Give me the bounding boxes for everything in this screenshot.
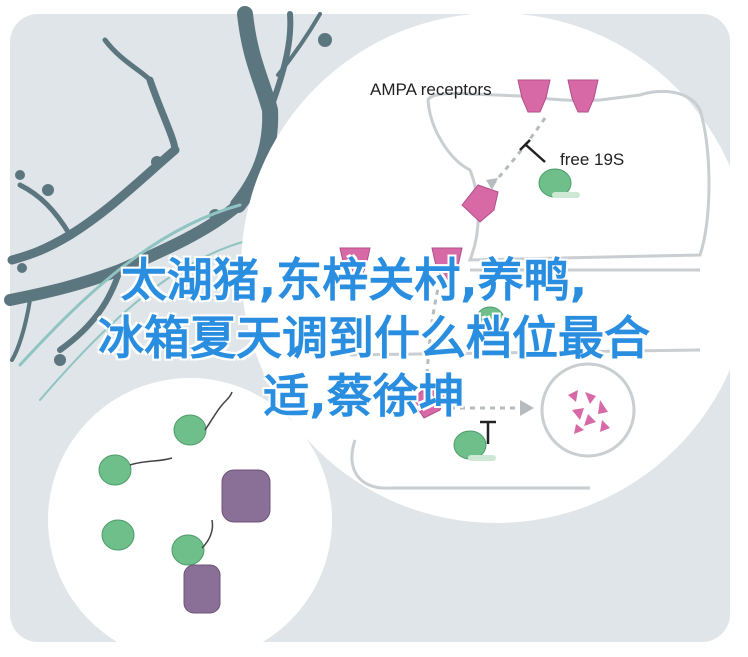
free-19s-label: free 19S [560, 150, 624, 169]
inhibition-mark [480, 139, 546, 444]
degradation-circle [540, 362, 636, 458]
overlay-title-line2: 冰箱夏天调到什么档位最合 [98, 311, 650, 365]
ampa-receptors-label: AMPA receptors [370, 80, 492, 99]
ubiquitin-chains [129, 391, 233, 549]
degraded-fragments [568, 390, 610, 434]
proteasome-group [183, 469, 271, 614]
secondary-branch [18, 203, 251, 401]
zoom-circle-small [48, 378, 332, 657]
arrow-heads [486, 178, 534, 416]
green-particle-group [453, 168, 580, 461]
trafficking-arrows [424, 117, 547, 410]
overlay-title-line1: 太湖猪,东梓关村,养鸭, [120, 253, 588, 307]
small-green-particles [98, 414, 207, 566]
ampa-receptor-group [339, 79, 599, 419]
overlay-title-line3: 适,蔡徐坤 [263, 369, 465, 423]
